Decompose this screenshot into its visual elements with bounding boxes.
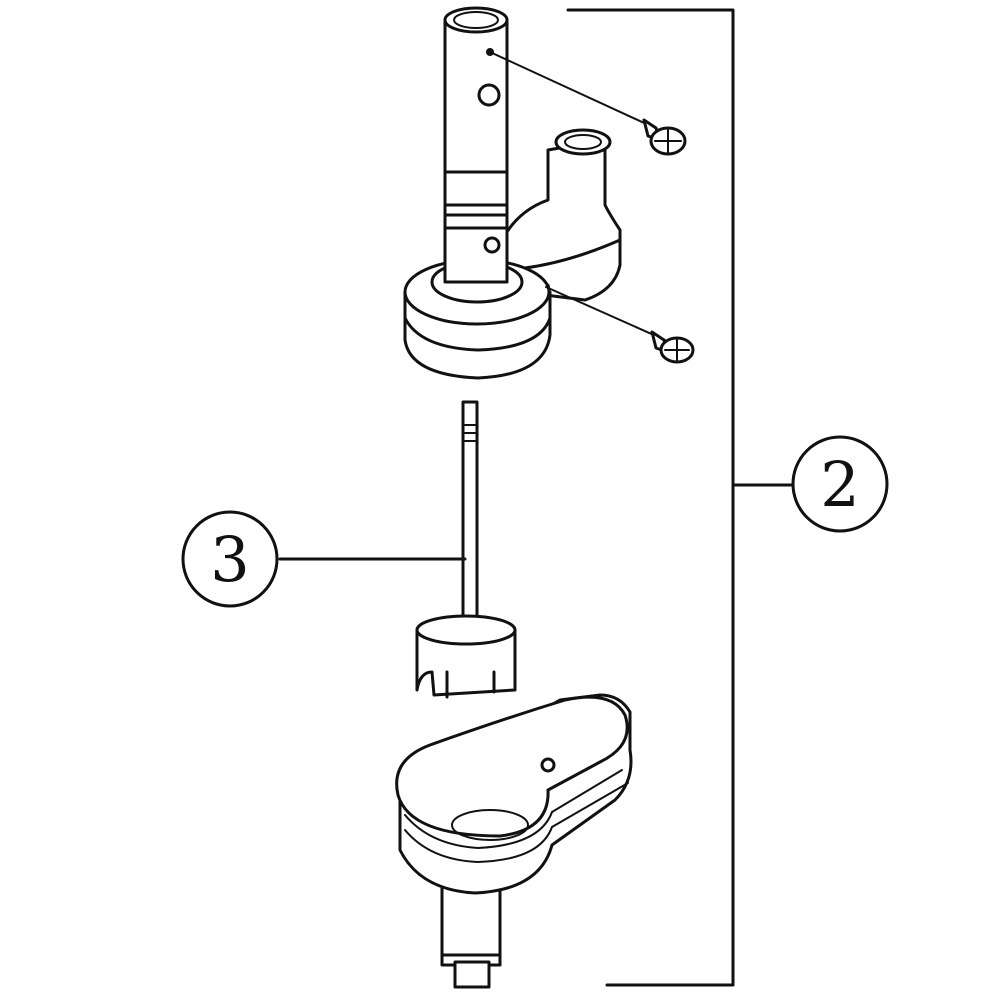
lower-screw-icon (650, 330, 695, 364)
screw-icon (489, 51, 695, 364)
valve-base-icon (395, 693, 633, 989)
callout-3: 3 (181, 510, 279, 608)
flapper-cup-icon (415, 614, 517, 699)
upper-screw-icon (642, 118, 687, 156)
callout-2: 2 (791, 435, 889, 533)
assembly-bracket (566, 8, 795, 987)
plunger-rod-icon (461, 400, 479, 634)
callout-3-label: 3 (210, 523, 249, 596)
callout-3-circle (181, 510, 279, 608)
callout-2-label: 2 (820, 448, 859, 521)
pilot-tube-assembly-icon (403, 6, 622, 380)
callout-2-circle (791, 435, 889, 533)
